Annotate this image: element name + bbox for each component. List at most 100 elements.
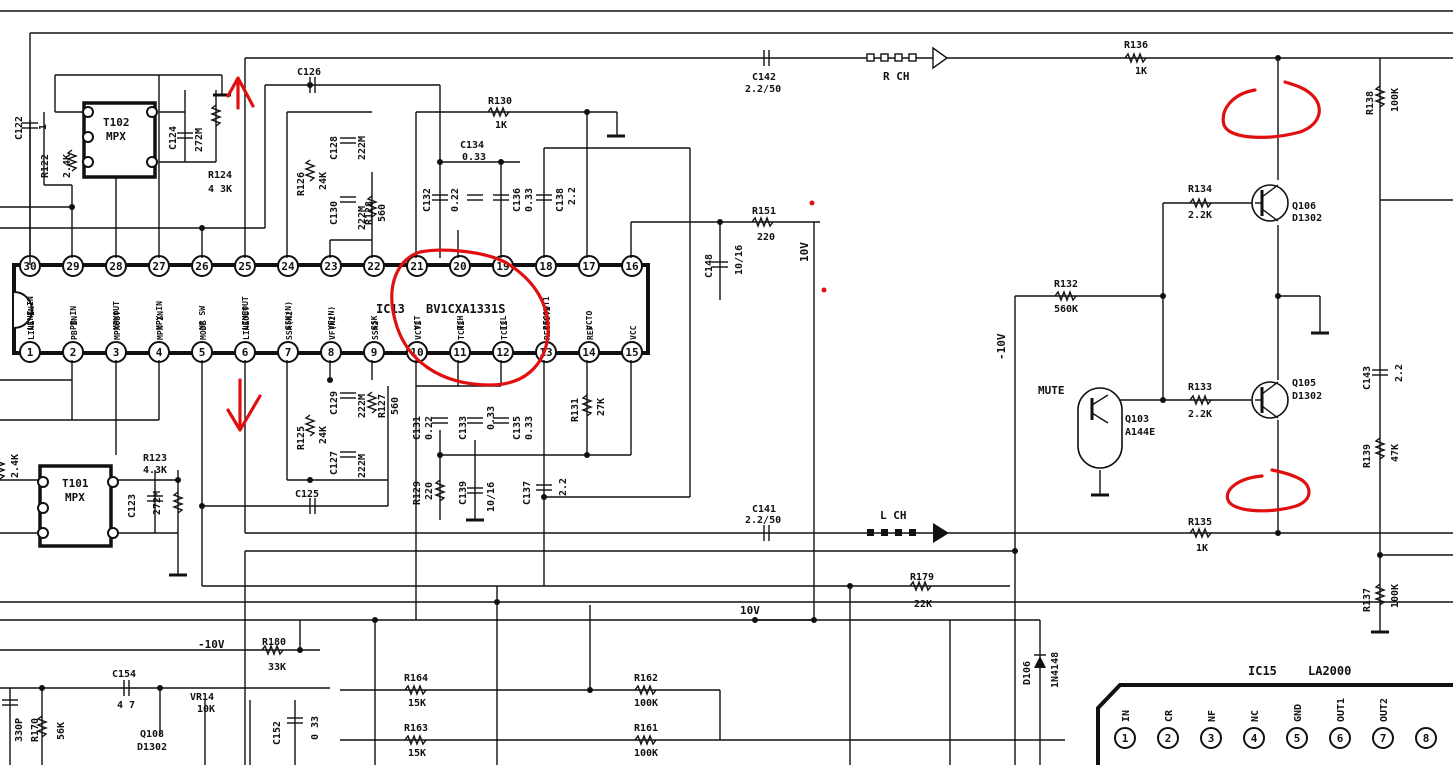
ic13-pin-label: SSK(N)	[284, 301, 293, 330]
ic13-pin-label: LINEOUT	[241, 296, 250, 330]
ic13-pin-circle	[578, 341, 600, 363]
ic13-pin-label: SSK2	[371, 321, 380, 340]
ic15-pin-label: GND	[1293, 704, 1304, 722]
label-c131-val: 0.22	[424, 416, 435, 440]
ic13-pin-number: 4	[156, 346, 163, 359]
ic13-pin-circle	[449, 341, 471, 363]
diode-d106	[1034, 654, 1046, 668]
ic15-pin-number: 1	[1122, 732, 1129, 745]
ic13-pin-number: 30	[23, 260, 36, 273]
ic13-pin-number: 21	[410, 260, 424, 273]
ic13-pin-number: 26	[195, 260, 209, 273]
label-r137: R137	[1362, 588, 1373, 612]
ic13-pin-label: NR SW	[198, 306, 207, 330]
ic13-pin-circle	[535, 255, 557, 277]
label-c139: C139	[458, 481, 469, 505]
label-r179-val: 22K	[914, 599, 932, 610]
label-r132-val: 560K	[1054, 304, 1078, 315]
ic13-pin-circle	[363, 255, 385, 277]
ic13-pin-circle	[406, 341, 428, 363]
t102-ref: T102	[103, 116, 130, 129]
label-c129: C129	[329, 391, 340, 415]
label-r131: R131	[570, 398, 581, 422]
label-c136-val: 0.33	[524, 188, 535, 212]
label-r127-val: 560	[390, 397, 401, 415]
ic13-pin-label: PB IN	[69, 306, 78, 330]
ic13-pin-number: 5	[199, 346, 206, 359]
label-r129: R129	[412, 481, 423, 505]
label-r180-val: 33K	[268, 662, 286, 673]
ic13-pin-label: TCL	[499, 315, 508, 330]
ic13-pin-number: 3	[113, 346, 120, 359]
label-r128: R128	[364, 201, 375, 225]
label-r151-val: 220	[757, 232, 775, 243]
label-r179: R179	[910, 572, 934, 583]
ic15-pin-circle	[1114, 727, 1136, 749]
ic13-pin-label: MODE	[199, 321, 208, 340]
label-c154: C154	[112, 669, 136, 680]
ic13-pin-label: MPXOUT	[113, 311, 122, 340]
label-r162: R162	[634, 673, 658, 684]
net-mute: MUTE	[1038, 384, 1065, 397]
ic15-pin-circle	[1200, 727, 1222, 749]
label-c134-val: 0.33	[462, 152, 486, 163]
red-circle-top-right	[1221, 80, 1321, 139]
ic13-pin-number: 8	[328, 346, 335, 359]
ic13-pin-label: PB IN	[70, 316, 79, 340]
resistors	[0, 52, 1386, 746]
ic13-part: BV1CXA1331S	[426, 302, 505, 316]
label-q108: Q108	[140, 729, 164, 740]
label-r180: R180	[262, 637, 286, 648]
label-c142-val: 2.2/50	[745, 84, 781, 95]
ic15-pin-circle	[1286, 727, 1308, 749]
ic13-pin-label: LINEOUT	[242, 306, 251, 340]
label-r163-val: 15K	[408, 748, 426, 759]
ic13-pin-number: 6	[242, 346, 249, 359]
label-r126: R126	[296, 172, 307, 196]
grounds	[169, 93, 1389, 634]
label-c134: C134	[460, 140, 484, 151]
label-c128-val: 222M	[357, 136, 368, 160]
red-circle-ic	[390, 248, 550, 387]
label-c138-val: 2.2	[567, 187, 578, 205]
label-r122: R122	[40, 154, 51, 178]
ic13-pin-number: 20	[453, 260, 466, 273]
net-neg10v-b: -10V	[198, 638, 225, 651]
ic13-pin-label: VCC	[629, 325, 638, 340]
ic13-pin-number: 15	[625, 346, 638, 359]
label-d106: D106	[1022, 661, 1033, 685]
ic13-pin-number: 14	[582, 346, 596, 359]
ic15-pin-number: 4	[1251, 732, 1258, 745]
ic15-pin-circle	[1243, 727, 1265, 749]
label-c122-val: 1	[38, 124, 49, 130]
label-r131-val: 27K	[596, 398, 607, 416]
ic13-pin-number: 16	[625, 260, 639, 273]
label-r134: R134	[1188, 184, 1212, 195]
label-c152-val: 0 33	[310, 716, 321, 740]
label-r164: R164	[404, 673, 428, 684]
ic13-pin-label: SSK(N2	[285, 311, 294, 340]
ic13-pin-circle	[363, 341, 385, 363]
label-c126: C126	[297, 67, 321, 78]
ic13-pin-circle	[320, 255, 342, 277]
label-c152: C152	[272, 721, 283, 745]
label-c136: C136	[512, 188, 523, 212]
label-d106-val: 1N4148	[1050, 652, 1061, 688]
ic13-pin-label: TCL2	[500, 321, 509, 340]
label-r135-val: 1K	[1196, 543, 1208, 554]
ic13-pin-number: 12	[496, 346, 509, 359]
ic13-pin-number: 17	[582, 260, 595, 273]
label-r163: R163	[404, 723, 428, 734]
red-circle-bottom-right	[1225, 468, 1311, 513]
ic13-pin-label: TCH	[456, 315, 465, 330]
label-q108-val: D1302	[137, 742, 167, 753]
label-c142: C142	[752, 72, 776, 83]
label-c137-val: 2.2	[558, 478, 569, 496]
label-r139-val: 47K	[1390, 444, 1401, 462]
label-q103-val: A144E	[1125, 427, 1155, 438]
ic15-pin-label: CR	[1164, 709, 1175, 722]
label-r125: R125	[296, 426, 307, 450]
label-vr14-val: 10K	[197, 704, 215, 715]
label-c130-val: 222M	[357, 206, 368, 230]
label-r133: R133	[1188, 382, 1212, 393]
